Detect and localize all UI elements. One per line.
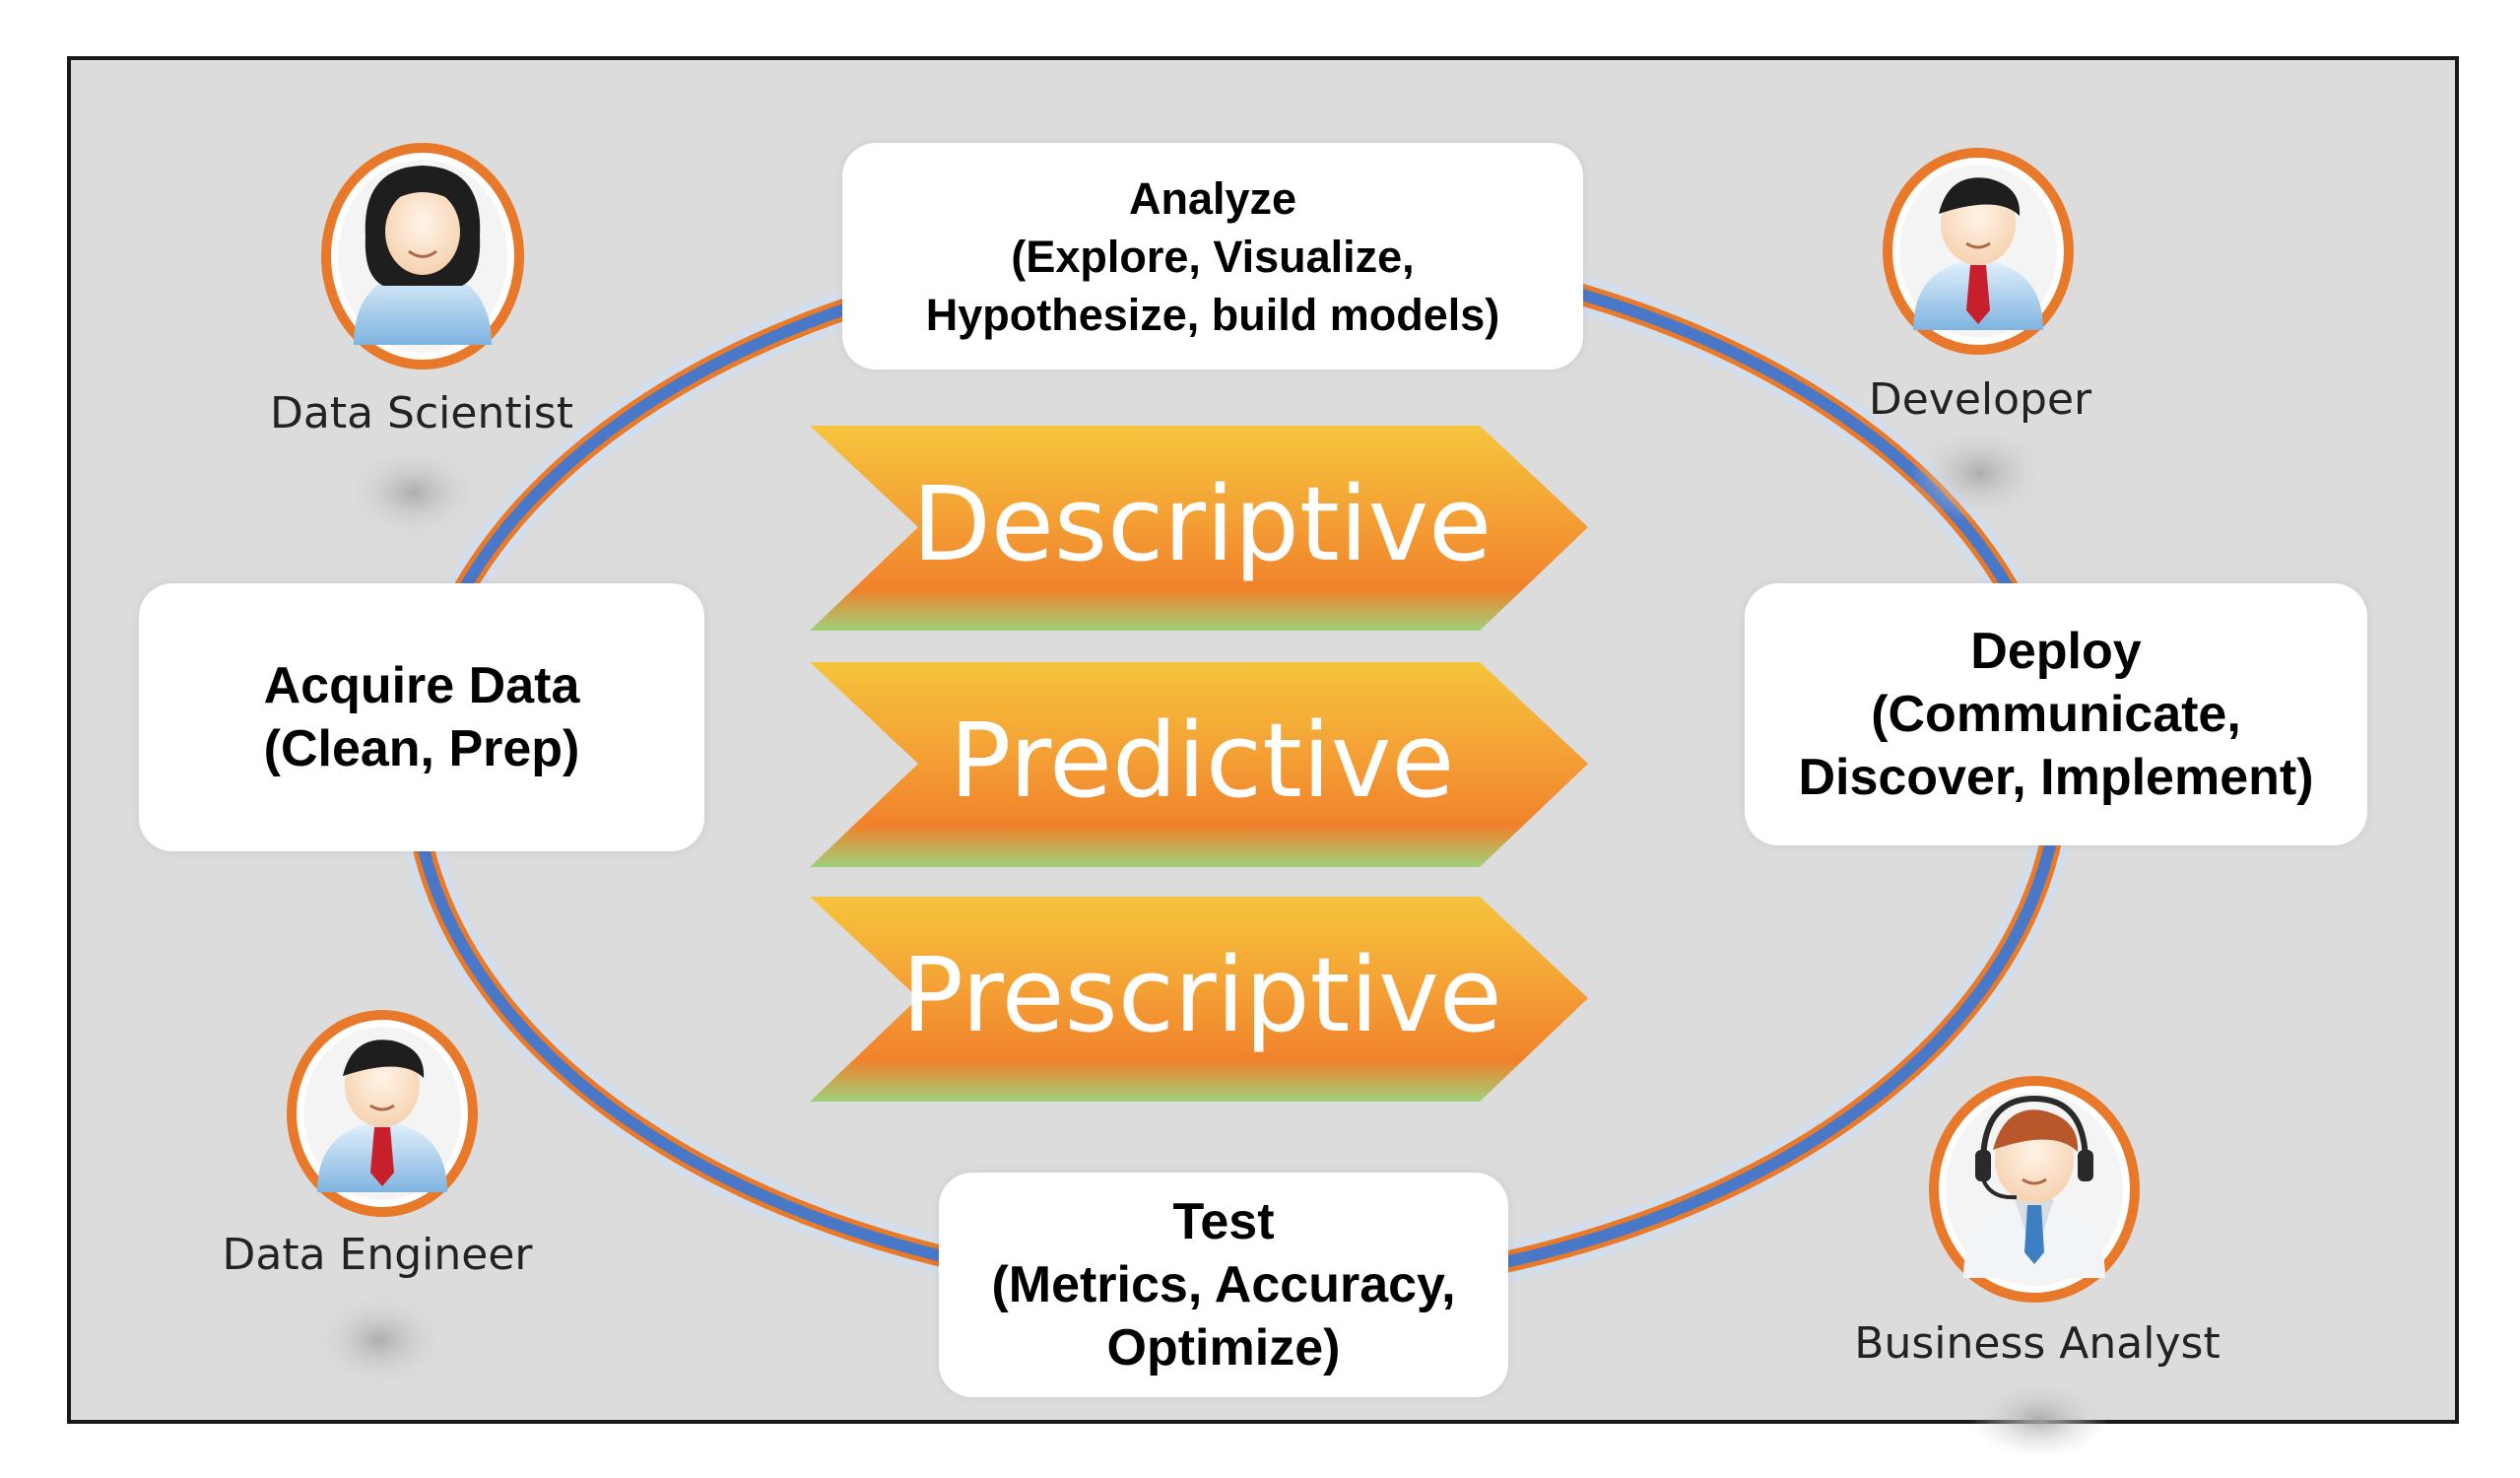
developer-avatar — [1883, 148, 2074, 355]
deploy-detail-2: Discover, Implement) — [1798, 749, 2314, 806]
svg-text:Predictive: Predictive — [950, 701, 1455, 821]
avatar-shadows — [310, 424, 2108, 1458]
svg-text:Prescriptive: Prescriptive — [901, 935, 1502, 1055]
developer-label: Developer — [1868, 374, 2092, 425]
test-title: Test — [1172, 1193, 1275, 1250]
chevron-prescriptive: Prescriptive — [810, 897, 1588, 1102]
business-analyst-avatar — [1929, 1076, 2140, 1303]
chevron-descriptive: Descriptive — [810, 426, 1588, 631]
business-analyst-label: Business Analyst — [1854, 1318, 2221, 1369]
deploy-detail-1: (Communicate, — [1871, 686, 2241, 743]
analyze-title: Analyze — [1128, 172, 1297, 224]
chevron-predictive: Predictive — [810, 662, 1588, 867]
data-scientist-label: Data Scientist — [270, 388, 573, 438]
deploy-box: Deploy (Communicate, Discover, Implement… — [1745, 583, 2367, 845]
data-scientist-avatar — [321, 143, 524, 370]
test-box: Test (Metrics, Accuracy, Optimize) — [939, 1173, 1508, 1397]
test-detail-1: (Metrics, Accuracy, — [991, 1256, 1456, 1313]
analyze-detail-2: Hypothesize, build models) — [925, 289, 1500, 340]
analyze-box: Analyze (Explore, Visualize, Hypothesize… — [842, 143, 1583, 370]
test-detail-2: Optimize) — [1106, 1319, 1341, 1377]
deploy-title: Deploy — [1970, 623, 2142, 680]
data-engineer-label: Data Engineer — [222, 1230, 533, 1280]
data-engineer-avatar — [287, 1010, 478, 1217]
acquire-title: Acquire Data — [263, 657, 580, 714]
analyze-detail-1: (Explore, Visualize, — [1011, 231, 1415, 282]
svg-text:Descriptive: Descriptive — [912, 464, 1492, 584]
acquire-data-box: Acquire Data (Clean, Prep) — [139, 583, 704, 851]
acquire-detail: (Clean, Prep) — [263, 720, 580, 777]
